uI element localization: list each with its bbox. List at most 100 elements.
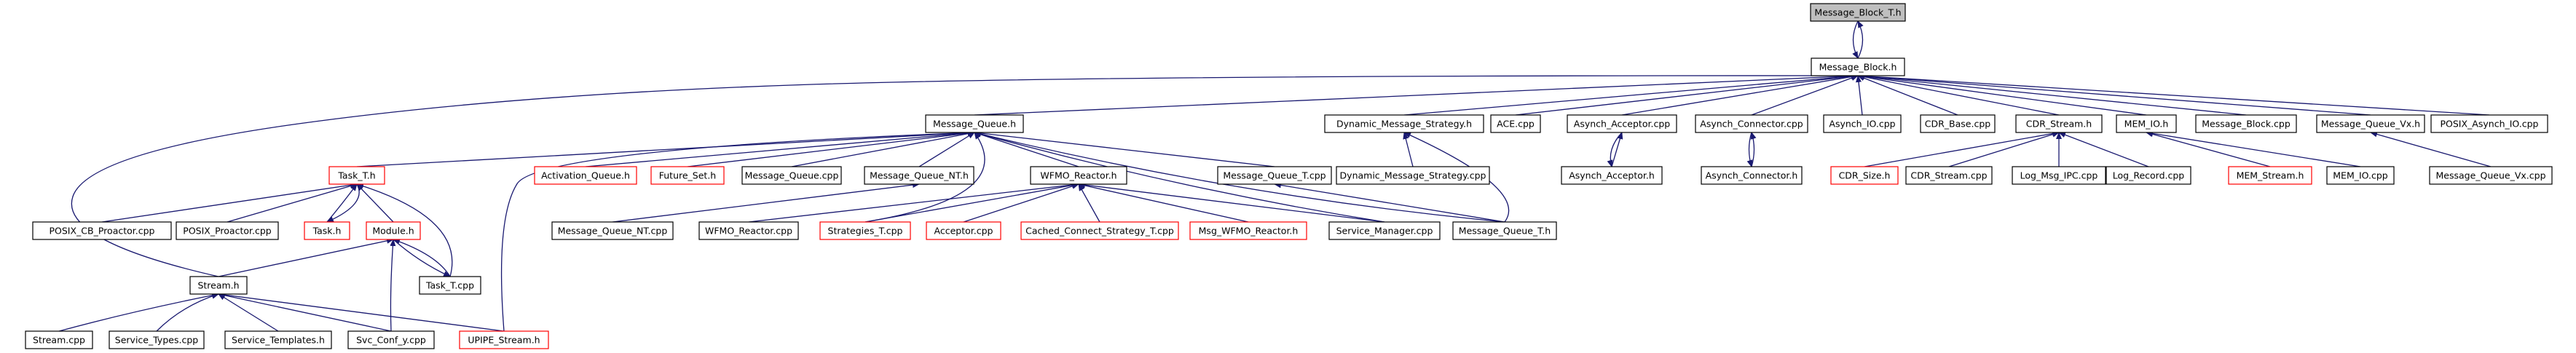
edge-streamcpp-to-streamh [58, 292, 219, 332]
node-memst[interactable]: MEM_Stream.h [2228, 166, 2312, 185]
node-stempl[interactable]: Service_Templates.h [224, 330, 332, 349]
node-box [1561, 166, 1663, 185]
node-box [1217, 166, 1332, 185]
node-label: Asynch_Acceptor.h [1569, 170, 1655, 181]
node-smcpp[interactable]: Service_Manager.cpp [1328, 221, 1441, 240]
node-mqntcpp[interactable]: Message_Queue_NT.cpp [551, 221, 674, 240]
node-paio[interactable]: POSIX_Asynch_IO.cpp [2430, 114, 2548, 133]
node-upipe[interactable]: UPIPE_Stream.h [459, 330, 549, 349]
node-label: Message_Queue_T.cpp [1223, 170, 1326, 181]
node-label: Acceptor.cpp [934, 226, 993, 237]
edge-mqntcpp-to-mqnt [612, 182, 920, 223]
node-wfmocpp[interactable]: WFMO_Reactor.cpp [698, 221, 799, 240]
edge-modh-to-taskt [356, 183, 394, 223]
edges [58, 20, 2492, 332]
node-mbcpp[interactable]: Message_Block.cpp [2195, 114, 2297, 133]
node-dmscpp[interactable]: Dynamic_Message_Strategy.cpp [1336, 166, 1490, 185]
edge-mbcpp-to-mb [1857, 73, 2247, 116]
edge-mb-to-root [1857, 20, 1864, 59]
node-box [2316, 114, 2425, 133]
node-modh[interactable]: Module.h [366, 221, 421, 240]
edge-mqvxcpp-to-mqvx [2370, 131, 2492, 167]
node-streamcpp[interactable]: Stream.cpp [25, 330, 93, 349]
node-box [1567, 114, 1677, 133]
edge-aacpp-to-mb [1621, 74, 1859, 116]
node-label: Task_T.cpp [425, 280, 474, 291]
edge-mqtcpp-to-mq [974, 130, 1275, 167]
node-box [1328, 221, 1441, 240]
node-box [1020, 221, 1179, 240]
node-label: MEM_IO.h [2124, 119, 2169, 130]
node-memiocpp[interactable]: MEM_IO.cpp [2326, 166, 2395, 185]
node-taskh[interactable]: Task.h [304, 221, 350, 240]
edge-aiocpp-to-mb [1856, 75, 1863, 116]
node-pcb[interactable]: POSIX_CB_Proactor.cpp [32, 221, 172, 240]
node-accpp[interactable]: Asynch_Connector.cpp [1695, 114, 1808, 133]
node-label: Message_Queue_NT.cpp [558, 226, 668, 237]
node-box [25, 330, 93, 349]
node-box [1324, 114, 1484, 133]
edge-root-to-mb [1852, 20, 1859, 59]
node-aah[interactable]: Asynch_Acceptor.h [1561, 166, 1663, 185]
node-mqth[interactable]: Message_Queue_T.h [1452, 221, 1557, 240]
edge-cdrsize-to-cdrs [1864, 130, 2060, 167]
node-wfmo[interactable]: WFMO_Reactor.h [1030, 166, 1127, 185]
node-streamh[interactable]: Stream.h [189, 276, 248, 295]
node-memio[interactable]: MEM_IO.h [2116, 114, 2177, 133]
node-stratt[interactable]: Strategies_T.cpp [819, 221, 911, 240]
node-taskt[interactable]: Task_T.h [328, 166, 385, 185]
node-mqcpp[interactable]: Message_Queue.cpp [741, 166, 842, 185]
node-mq[interactable]: Message_Queue.h [925, 114, 1024, 133]
edge-accpp-to-ach [1746, 132, 1753, 167]
node-box [1490, 114, 1541, 133]
node-acccpp[interactable]: Acceptor.cpp [926, 221, 1001, 240]
node-box [2195, 114, 2297, 133]
node-box [1030, 166, 1127, 185]
node-box [1701, 166, 1803, 185]
node-mqnt[interactable]: Message_Queue_NT.h [864, 166, 974, 185]
edge-streamh-to-modh [218, 237, 394, 277]
node-ach[interactable]: Asynch_Connector.h [1701, 166, 1803, 185]
node-label: CDR_Stream.cpp [1910, 170, 1987, 181]
node-mqtcpp[interactable]: Message_Queue_T.cpp [1217, 166, 1332, 185]
node-svcconf[interactable]: Svc_Conf_y.cpp [347, 330, 435, 349]
node-acecpp[interactable]: ACE.cpp [1490, 114, 1541, 133]
node-logrec[interactable]: Log_Record.cpp [2106, 166, 2191, 185]
edge-tasktcpp-to-modh [393, 239, 451, 277]
node-msgwfmo[interactable]: Msg_WFMO_Reactor.h [1189, 221, 1307, 240]
node-mb[interactable]: Message_Block.h [1811, 57, 1905, 76]
node-box [459, 330, 549, 349]
node-root[interactable]: Message_Block_T.h [1810, 3, 1906, 22]
node-box [304, 221, 350, 240]
node-mqvx[interactable]: Message_Queue_Vx.h [2316, 114, 2425, 133]
node-cdrs[interactable]: CDR_Stream.h [2015, 114, 2103, 133]
node-cdrbase[interactable]: CDR_Base.cpp [1920, 114, 1996, 133]
node-ccst[interactable]: Cached_Connect_Strategy_T.cpp [1020, 221, 1179, 240]
node-stypes[interactable]: Service_Types.cpp [109, 330, 205, 349]
edge-ccst-to-wfmo [1078, 183, 1100, 223]
node-actq[interactable]: Activation_Queue.h [534, 166, 637, 185]
node-box [1810, 3, 1906, 22]
node-label: Message_Block.h [1819, 62, 1897, 73]
node-box [650, 166, 725, 185]
node-dms[interactable]: Dynamic_Message_Strategy.h [1324, 114, 1484, 133]
node-cdrscpp[interactable]: CDR_Stream.cpp [1905, 166, 1993, 185]
node-aacpp[interactable]: Asynch_Acceptor.cpp [1567, 114, 1677, 133]
node-box [1336, 166, 1490, 185]
node-box [1920, 114, 1996, 133]
node-label: Message_Queue_T.h [1459, 226, 1551, 237]
edge-memio-to-mb [1857, 74, 2147, 116]
node-tasktcpp[interactable]: Task_T.cpp [419, 276, 481, 295]
node-logipc[interactable]: Log_Msg_IPC.cpp [2012, 166, 2106, 185]
node-cdrsize[interactable]: CDR_Size.h [1830, 166, 1899, 185]
node-mqvxcpp[interactable]: Message_Queue_Vx.cpp [2429, 166, 2553, 185]
node-label: UPIPE_Stream.h [468, 335, 540, 346]
node-aiocpp[interactable]: Asynch_IO.cpp [1823, 114, 1902, 133]
edge-svcconf-to-modh [390, 239, 396, 332]
node-box [1452, 221, 1557, 240]
edge-pcb-to-taskt [101, 182, 358, 223]
node-futs[interactable]: Future_Set.h [650, 166, 725, 185]
node-label: Message_Queue_Vx.h [2321, 119, 2420, 130]
node-pp[interactable]: POSIX_Proactor.cpp [176, 221, 279, 240]
edge-dms-to-mb [1403, 73, 1859, 116]
